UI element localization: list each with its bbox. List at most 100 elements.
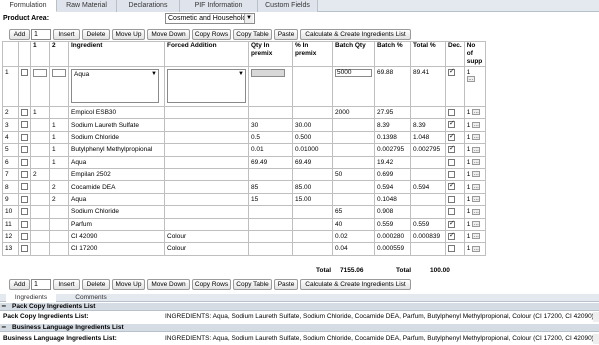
row-checkbox[interactable]	[21, 158, 28, 166]
row-select[interactable]	[18, 105, 31, 120]
calculate-button[interactable]: Calculate & Create Ingredients List	[300, 279, 411, 290]
copy-rows-button[interactable]: Copy Rows	[192, 279, 231, 290]
dec-checkbox[interactable]	[448, 145, 455, 154]
row-select[interactable]	[18, 229, 31, 244]
pack-copy-section-header[interactable]: Pack Copy Ingredients List	[0, 303, 599, 311]
tab-formulation[interactable]: Formulation	[0, 0, 57, 12]
dec-checkbox[interactable]	[448, 245, 455, 253]
supplier-ellipsis-button[interactable]: …	[472, 159, 481, 166]
delete-button[interactable]: Delete	[82, 29, 110, 40]
dec-checkbox[interactable]	[448, 109, 455, 117]
dec-checkbox[interactable]	[448, 132, 455, 141]
dec-checkbox[interactable]	[448, 158, 455, 166]
row-select[interactable]	[18, 180, 31, 194]
paste-button[interactable]: Paste	[274, 29, 298, 40]
dec-checkbox[interactable]	[448, 208, 455, 216]
chevron-down-icon[interactable]: ▼	[151, 71, 157, 77]
supplier-ellipsis-button[interactable]: …	[472, 183, 481, 190]
row-select[interactable]	[18, 192, 31, 207]
row-checkbox[interactable]	[21, 171, 28, 179]
tab-custom-fields[interactable]: Custom Fields	[258, 0, 318, 12]
add-count-input[interactable]: 1	[31, 279, 51, 290]
row-checkbox[interactable]	[21, 195, 28, 203]
row-checkbox[interactable]	[21, 121, 28, 129]
supplier-ellipsis-button[interactable]: …	[472, 208, 481, 215]
supplier-ellipsis-button[interactable]: …	[472, 121, 481, 128]
supplier-ellipsis-button[interactable]: …	[466, 76, 475, 83]
row-checkbox[interactable]	[21, 208, 28, 216]
row-select[interactable]	[18, 155, 31, 169]
supplier-ellipsis-button[interactable]: …	[472, 245, 481, 252]
copy-table-button[interactable]: Copy Table	[233, 279, 272, 290]
supplier-ellipsis-button[interactable]: …	[472, 146, 481, 153]
add-button[interactable]: Add	[9, 279, 30, 290]
delete-button[interactable]: Delete	[82, 279, 110, 290]
supplier-ellipsis-button[interactable]: …	[472, 134, 481, 141]
dec-checkbox[interactable]	[448, 120, 455, 129]
dec-checkbox[interactable]	[448, 195, 455, 203]
copy-table-button[interactable]: Copy Table	[233, 29, 272, 40]
dec-checkbox[interactable]	[448, 182, 455, 191]
add-button[interactable]: Add	[9, 29, 30, 40]
dec-checkbox[interactable]	[448, 231, 455, 240]
business-language-section-header[interactable]: Business Language Ingredients List	[0, 324, 599, 332]
row-checkbox[interactable]	[21, 109, 28, 117]
move-up-button[interactable]: Move Up	[112, 279, 145, 290]
dec-cell[interactable]	[445, 205, 465, 219]
dec-checkbox[interactable]	[448, 219, 455, 228]
dec-cell[interactable]	[445, 242, 465, 256]
dec-cell[interactable]	[445, 118, 465, 132]
tab-declarations[interactable]: Declarations	[117, 0, 180, 12]
supplier-ellipsis-button[interactable]: …	[472, 233, 481, 240]
row-select[interactable]	[18, 130, 31, 145]
table-row-editing[interactable]: 1 Aqua ▼ ▼ 5000 69.88 89.41 1…	[2, 66, 486, 107]
calculate-button[interactable]: Calculate & Create Ingredients List	[300, 29, 411, 40]
row-select[interactable]	[18, 143, 31, 157]
tab-comments[interactable]: Comments	[75, 294, 107, 301]
insert-button[interactable]: Insert	[53, 279, 80, 290]
row-select[interactable]	[18, 66, 31, 107]
row-checkbox[interactable]	[21, 220, 28, 228]
dec-cell[interactable]	[445, 229, 465, 244]
scrollbar[interactable]	[593, 334, 599, 344]
move-down-button[interactable]: Move Down	[147, 279, 190, 290]
supplier-ellipsis-button[interactable]: …	[472, 196, 481, 203]
row-checkbox[interactable]	[21, 245, 28, 253]
row-checkbox[interactable]	[21, 69, 28, 76]
paste-button[interactable]: Paste	[274, 279, 298, 290]
level-1-input[interactable]	[33, 69, 47, 77]
table-row[interactable]: 11Parfum400.5590.5591…	[2, 217, 486, 231]
ingredient-input[interactable]: Aqua ▼	[71, 69, 159, 103]
dec-cell[interactable]	[445, 155, 465, 169]
row-checkbox[interactable]	[21, 232, 28, 240]
copy-rows-button[interactable]: Copy Rows	[192, 29, 231, 40]
row-select[interactable]	[18, 217, 31, 231]
row-checkbox[interactable]	[21, 146, 28, 154]
row-select[interactable]	[18, 205, 31, 219]
row-checkbox[interactable]	[21, 183, 28, 191]
dec-cell[interactable]	[445, 192, 465, 207]
batch-qty-input[interactable]: 5000	[335, 69, 372, 77]
scrollbar[interactable]	[593, 312, 599, 322]
supplier-ellipsis-button[interactable]: …	[472, 171, 481, 178]
tab-raw-material[interactable]: Raw Material	[57, 0, 117, 12]
insert-button[interactable]: Insert	[53, 29, 80, 40]
move-up-button[interactable]: Move Up	[112, 29, 145, 40]
level-2-input[interactable]	[52, 69, 66, 77]
dec-cell[interactable]	[445, 143, 465, 157]
row-checkbox[interactable]	[21, 133, 28, 141]
row-select[interactable]	[18, 242, 31, 256]
tab-ingredients[interactable]: Ingredients	[6, 294, 56, 302]
dec-cell[interactable]	[445, 105, 465, 120]
add-count-input[interactable]: 1	[31, 29, 51, 40]
